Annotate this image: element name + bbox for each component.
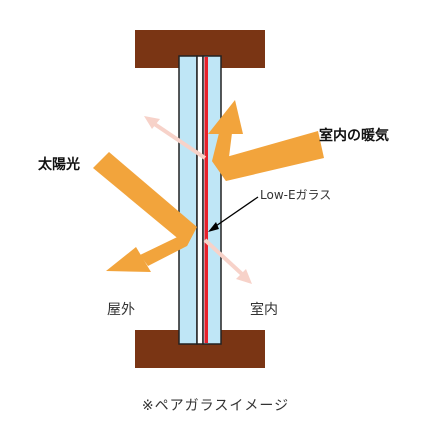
low-e-glass-label: Low-Eガラス [260, 188, 332, 202]
transmitted-sun-ray [203, 238, 245, 277]
low-e-pointer-head [208, 222, 219, 232]
pair-glass [178, 55, 222, 345]
indoor-heat-reflected-arrowhead [208, 100, 243, 134]
caption: ※ペアガラスイメージ [141, 398, 290, 414]
low-e-coating [204, 57, 208, 343]
transmitted-heat-ray-head [144, 116, 160, 129]
air-gap [196, 55, 204, 345]
indoor-heat-incoming-arrow [212, 131, 324, 181]
indoor-heat-reflected-arrow [212, 133, 232, 181]
sunlight-reflected-arrowhead [106, 247, 151, 272]
low-e-pointer-line [212, 196, 259, 229]
indoor-heat-label: 室内の暖気 [319, 128, 389, 144]
transmitted-heat-ray [151, 121, 207, 160]
sunlight-incoming-arrow [93, 152, 197, 246]
indoor-label: 室内 [250, 302, 278, 318]
transmitted-rays [144, 116, 252, 284]
sunlight-reflected-arrow [140, 228, 196, 266]
outdoor-label: 屋外 [107, 302, 135, 318]
sunlight-label: 太陽光 [38, 157, 80, 173]
transmitted-sun-ray-head [236, 269, 252, 284]
outer-glass-pane [178, 55, 198, 345]
